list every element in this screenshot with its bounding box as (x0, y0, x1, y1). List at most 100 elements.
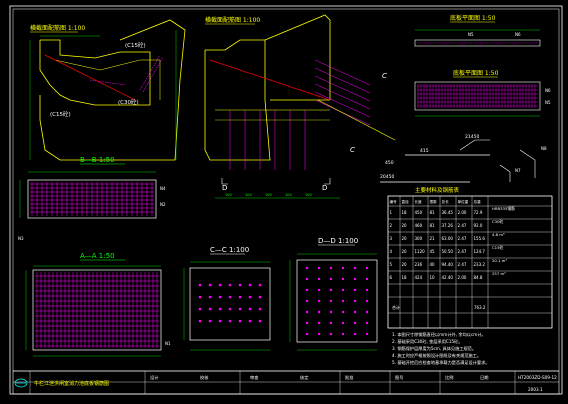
dim-20450: 20450 (380, 174, 394, 180)
table-header-cell: 总长 (442, 199, 450, 204)
table-cell: 2.47 (458, 223, 467, 228)
table-cell: 45 (430, 249, 436, 254)
table-cell: 20 (402, 249, 408, 254)
table-cell: 81 (430, 210, 436, 215)
table-side-note: 20.1 m³ (492, 258, 507, 263)
table-cell: 155.6 (474, 236, 486, 241)
dim-21450: 21450 (465, 134, 479, 140)
section-d-mark-left: D (222, 184, 227, 192)
note-line: 4. 施工时应严格按照设计图纸及有关规范施工。 (392, 352, 481, 359)
bb-title: B—B 1:50 (80, 156, 115, 164)
top-left-section-view: 横截面配筋图 1:100 (C15砼) (C30砼) (C15砼) (29, 19, 186, 161)
cc-title: C—C 1:100 (210, 246, 249, 254)
n7-label: N7 (515, 168, 521, 173)
drawing-inner-frame (12, 8, 560, 372)
c15-label-bottom: (C15砼) (50, 110, 71, 118)
top-middle-title: 横截面配筋图 1:100 (205, 16, 260, 24)
table-total-label: 合计 (392, 304, 400, 310)
table-cell: 2.47 (458, 236, 467, 241)
table-cell: 4 (390, 249, 393, 254)
aa-title: A—A 1:50 (80, 252, 115, 260)
dd-title: D—D 1:100 (318, 237, 358, 245)
table-side-note: HRB335钢筋 (492, 206, 515, 211)
table-cell: 2.00 (458, 275, 467, 280)
note-line: 3. 钢筋保护层厚度为5cm, 具体见施工规范。 (392, 345, 476, 352)
title-block: 牛栏江泄洪闸室消力池底板钢筋图 设计校核审查核定批准图号比例日期 HT2003Z… (12, 370, 560, 395)
table-title: 主要材料及钢筋表 (415, 186, 460, 194)
title-cell-label: 审查 (250, 374, 259, 381)
n6-label-a: N6 (515, 32, 521, 37)
svg-text:100: 100 (265, 193, 272, 197)
top-right-title2: 底板平面图 1:50 (453, 69, 499, 77)
institute-logo (14, 378, 28, 388)
table-cell: 42.40 (442, 275, 454, 280)
n3-label: N3 (18, 236, 24, 241)
table-cell: 2.47 (458, 262, 467, 267)
table-cell: 450 (415, 210, 423, 215)
table-cell: 10 (430, 275, 436, 280)
n2-label: N2 (160, 202, 166, 207)
section-c-mark-top: C (382, 72, 387, 80)
title-cell-label: 核定 (300, 374, 308, 381)
table-cell: 2.47 (458, 249, 467, 254)
table-header-cell: 单位重 (458, 199, 469, 204)
table-header-cell: 根数 (430, 199, 438, 204)
table-cell: 300 (415, 236, 423, 241)
table-cell: 233.2 (474, 262, 486, 267)
table-side-note: C30砼 (492, 219, 503, 224)
table-header-cell: 长度 (415, 199, 423, 204)
n8-label: N8 (541, 146, 547, 151)
title-cell-label: 批准 (345, 374, 353, 381)
top-left-title: 横截面配筋图 1:100 (30, 24, 85, 32)
table-cell: 2 (390, 223, 393, 228)
aa-section-view: A—A 1:50 N1 (25, 252, 171, 357)
dim-450-a: 450 (385, 160, 394, 166)
cc-section-view: C—C 1:100 (183, 246, 271, 351)
top-right-title1: 底板平面图 1:50 (450, 14, 496, 22)
title-cell-label: 设计 (150, 374, 158, 381)
n4-label: N4 (160, 186, 166, 191)
note-line: 5. 基础开挖后应检查地基承载力是否满足设计要求。 (392, 359, 489, 366)
note-line: 2. 基础采用C30砼, 垫层采用C15砼。 (392, 338, 463, 345)
table-cell: 37.26 (442, 223, 454, 228)
c30-label: (C30砼) (118, 98, 139, 106)
drawing-number: HT2003ZD-S09-12 (518, 375, 557, 380)
dd-section-view: D—D 1:100 (289, 237, 378, 351)
n6-label-b: N6 (545, 88, 551, 93)
table-cell: 40 (430, 262, 436, 267)
table-cell: 18 (402, 275, 408, 280)
table-header-cell: 总重 (474, 199, 482, 204)
table-cell: 1 (390, 210, 393, 215)
table-cell: 6 (390, 275, 393, 280)
table-cell: 424 (415, 275, 423, 280)
n5-label-b: N5 (545, 100, 551, 105)
table-cell: 124.7 (474, 249, 486, 254)
section-c-mark-bottom: C (350, 146, 355, 154)
table-cell: 5 (390, 262, 393, 267)
table-cell: 236 (415, 262, 423, 267)
table-cell: 81 (430, 223, 436, 228)
title-cell-label: 校核 (200, 374, 209, 381)
table-cell: 2.00 (458, 210, 467, 215)
table-header-cell: 编号 (390, 199, 398, 204)
table-header-cell: 直径 (402, 199, 410, 204)
table-cell: 460 (415, 223, 423, 228)
svg-text:100: 100 (225, 193, 232, 197)
table-cell: 50.50 (442, 249, 454, 254)
table-cell: 20 (402, 236, 408, 241)
top-right-plan-views: 底板平面图 1:50 N5 N6 底板平面图 1:50 N6 N5 (414, 14, 551, 117)
dim-415: 415 (420, 148, 429, 154)
table-cell: 92.0 (474, 223, 483, 228)
table-cell: 84.8 (474, 275, 483, 280)
table-cell: 18 (402, 210, 408, 215)
drawing-date: 2003.1 (528, 387, 543, 392)
n1-label: N1 (165, 341, 171, 346)
materials-table: 主要材料及钢筋表 编号直径长度 根数总长 单位重总重 1 18 450 81 36.45 2.0… (387, 186, 553, 329)
table-cell: 20 (402, 262, 408, 267)
table-total-value: 763.2 (474, 305, 486, 310)
table-cell: 94.40 (442, 262, 454, 267)
title-cell-label: 图号 (395, 375, 403, 381)
table-cell: 36.45 (442, 210, 454, 215)
